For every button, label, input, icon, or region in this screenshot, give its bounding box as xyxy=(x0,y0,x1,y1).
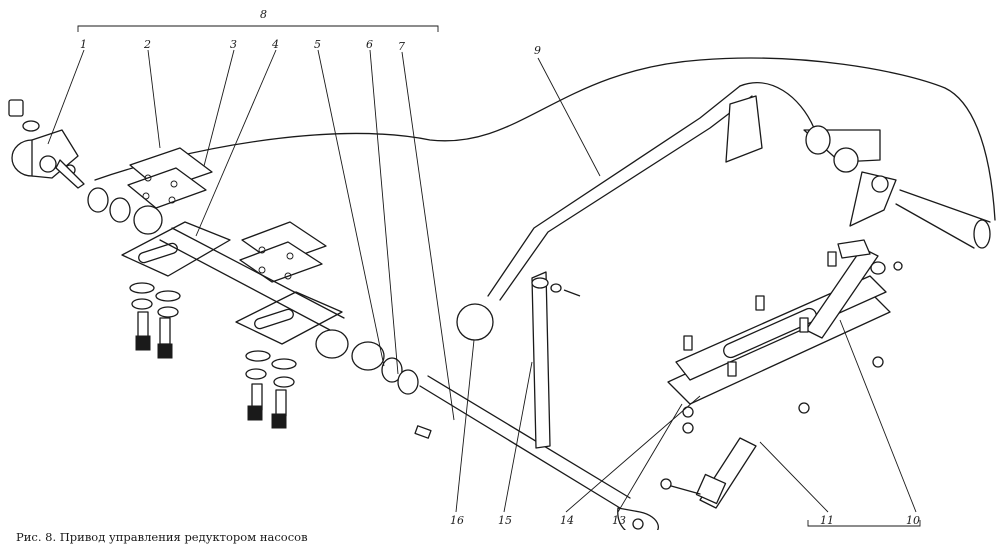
callout-3: 3 xyxy=(230,38,237,51)
callout-14: 14 xyxy=(560,514,574,527)
callout-11: 11 xyxy=(820,514,834,527)
group-bracket-8 xyxy=(77,25,439,32)
shift-linkage-10 xyxy=(805,239,886,339)
base-plate-14 xyxy=(667,275,891,405)
callout-8: 8 xyxy=(260,8,267,21)
main-shaft xyxy=(159,227,432,439)
knob-16 xyxy=(456,303,494,341)
group-bracket-12 xyxy=(807,520,921,527)
callout-4: 4 xyxy=(271,38,279,51)
pedal-lever-9 xyxy=(487,82,991,301)
callout-16: 16 xyxy=(450,514,464,527)
drive-rod-13 xyxy=(419,375,659,530)
callout-1: 1 xyxy=(80,38,87,51)
callout-5: 5 xyxy=(314,38,321,51)
callout-6: 6 xyxy=(366,38,373,51)
lever-rod-15 xyxy=(531,271,581,449)
shaft-rings xyxy=(87,187,163,235)
pump-reducer-drive-diagram: 8 1 2 3 4 5 6 7 9 16 15 14 13 11 10 12 xyxy=(8,8,996,530)
leader-lines xyxy=(47,49,917,513)
callout-15: 15 xyxy=(498,514,512,527)
figure-caption: Рис. 8. Привод управления редуктором нас… xyxy=(16,530,308,544)
callout-9: 9 xyxy=(534,44,541,57)
bolts-left xyxy=(129,282,297,429)
gasket-plates xyxy=(127,147,327,283)
callout-13: 13 xyxy=(612,514,626,527)
callout-10: 10 xyxy=(906,514,920,527)
adjuster-11 xyxy=(660,437,757,509)
callout-7: 7 xyxy=(398,40,405,53)
floor-outline xyxy=(94,57,996,221)
bolts-right xyxy=(682,251,903,434)
coupling-part-1 xyxy=(8,99,85,189)
callout-2: 2 xyxy=(143,38,151,51)
